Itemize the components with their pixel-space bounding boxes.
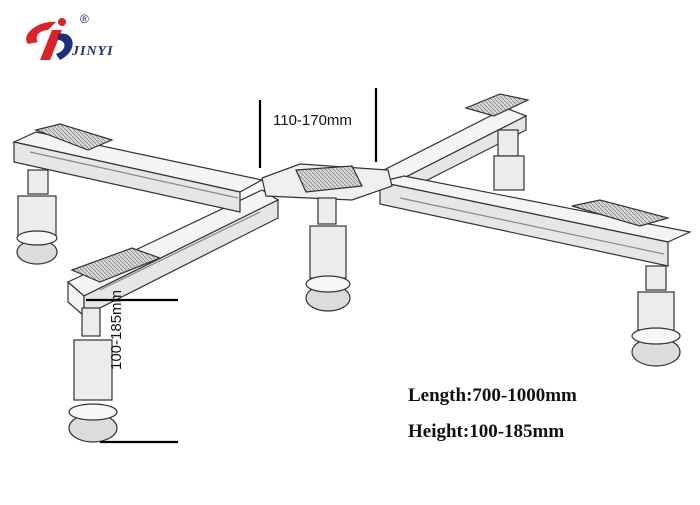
tread-pad-front-right	[571, 199, 671, 227]
jinyi-logo-icon	[26, 18, 73, 60]
leg-center	[305, 197, 351, 312]
brand-wordmark: JINYI	[72, 44, 114, 59]
registered-mark: ®	[80, 12, 89, 26]
frame-arm-front-left	[66, 189, 280, 318]
height-spec: Height:100-185mm	[408, 421, 565, 442]
frame-arm-front-right	[379, 175, 692, 267]
tread-pad-back-right	[464, 93, 530, 117]
top-gap-dimension-label: 110-170mm	[273, 112, 352, 129]
leg-front-left	[68, 307, 118, 443]
dimension-lines	[86, 88, 378, 444]
leg-front-right	[631, 265, 681, 367]
leg-back-right	[493, 129, 525, 191]
length-spec: Length:700-1000mm	[408, 385, 577, 406]
leg-height-dimension-label: 100-185mm	[108, 289, 125, 370]
center-plate	[261, 163, 393, 201]
tread-pad-back-left	[34, 123, 114, 151]
tread-pad-front-left	[70, 247, 162, 283]
leg-back-left	[16, 169, 58, 265]
